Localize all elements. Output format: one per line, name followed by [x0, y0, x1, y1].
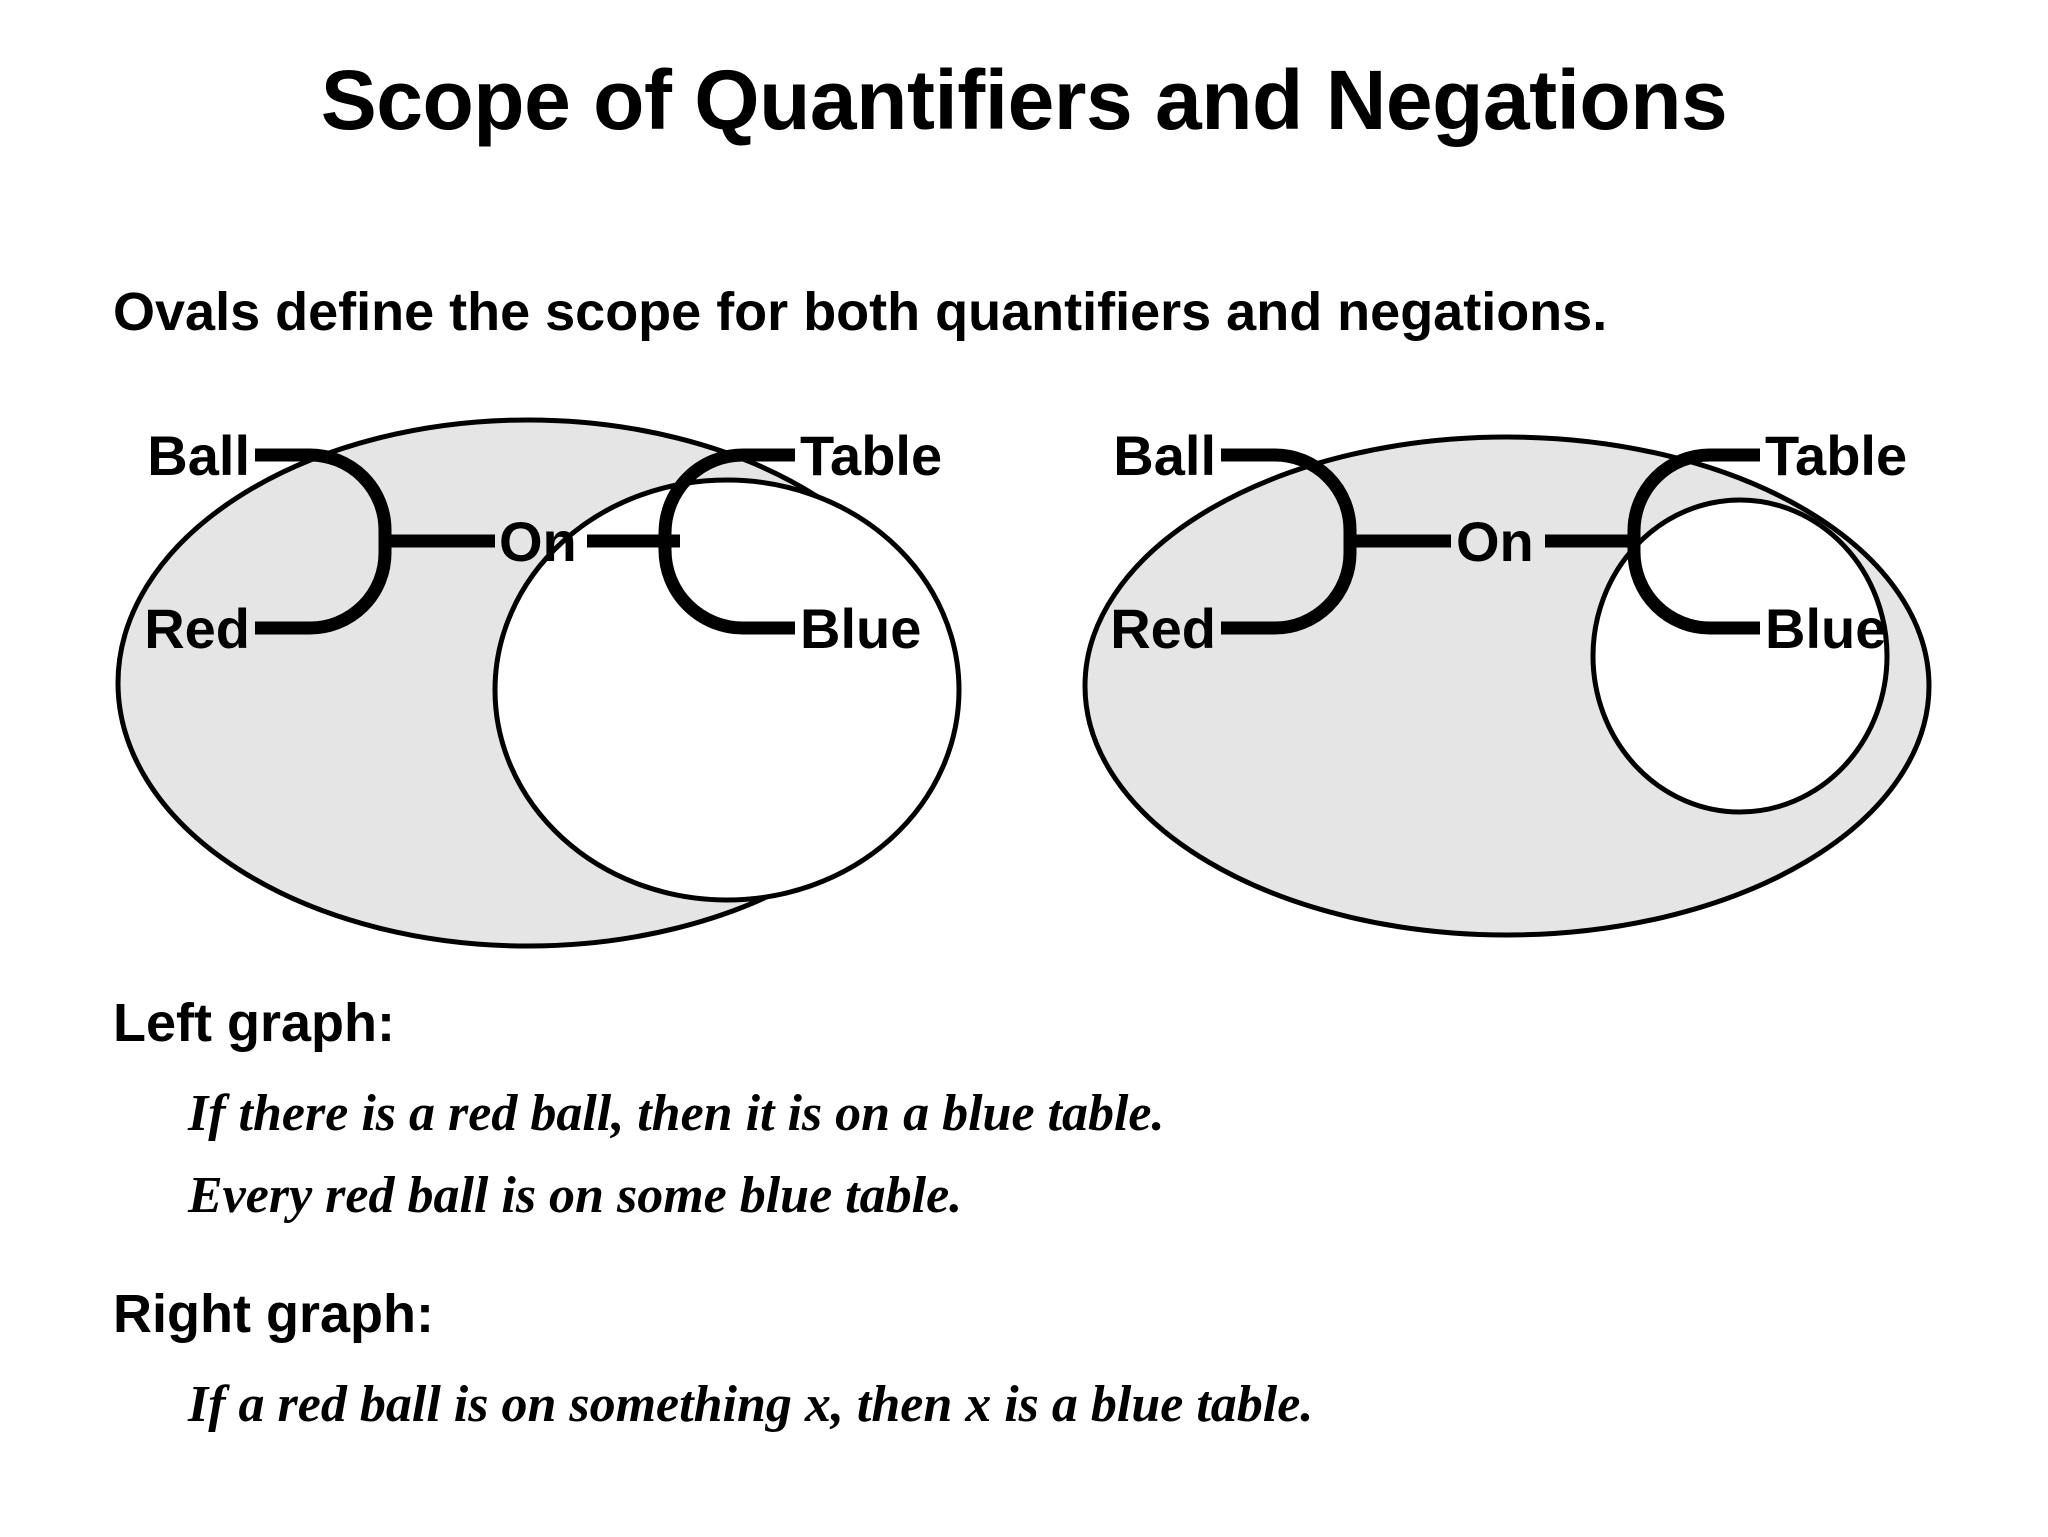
- right-graph-label-red: Red: [1110, 597, 1216, 660]
- left-graph-label-on: On: [499, 510, 577, 573]
- left-graph-sentence-1: If there is a red ball, then it is on a …: [188, 1085, 1165, 1142]
- right-graph-heading: Right graph:: [113, 1284, 434, 1344]
- left-graph-heading: Left graph:: [113, 993, 395, 1053]
- subtitle-text: Ovals define the scope for both quantifi…: [113, 282, 1608, 342]
- diagram-area: Ball Red On Table Blue Ball Red On Table: [0, 400, 2048, 980]
- left-graph-inner-oval: [492, 477, 962, 903]
- right-graph-label-on: On: [1456, 510, 1534, 573]
- right-graph-label-table: Table: [1765, 424, 1907, 487]
- right-graph-inner-oval: [1590, 497, 1890, 815]
- left-graph-sentence-2: Every red ball is on some blue table.: [188, 1167, 963, 1224]
- right-graph-label-blue: Blue: [1765, 597, 1886, 660]
- right-graph: Ball Red On Table Blue: [1082, 424, 1932, 938]
- right-graph-sentence-1: If a red ball is on something x, then x …: [188, 1376, 1314, 1433]
- left-graph-label-blue: Blue: [800, 597, 921, 660]
- right-graph-label-ball: Ball: [1113, 424, 1216, 487]
- left-graph-table-blue-bracket: [658, 448, 795, 635]
- left-graph-label-red: Red: [144, 597, 250, 660]
- left-graph-label-table: Table: [800, 424, 942, 487]
- right-graph-table-blue-bracket: [1627, 448, 1760, 635]
- left-graph: Ball Red On Table Blue: [115, 417, 962, 949]
- page-title: Scope of Quantifiers and Negations: [320, 53, 1728, 147]
- left-graph-label-ball: Ball: [147, 424, 250, 487]
